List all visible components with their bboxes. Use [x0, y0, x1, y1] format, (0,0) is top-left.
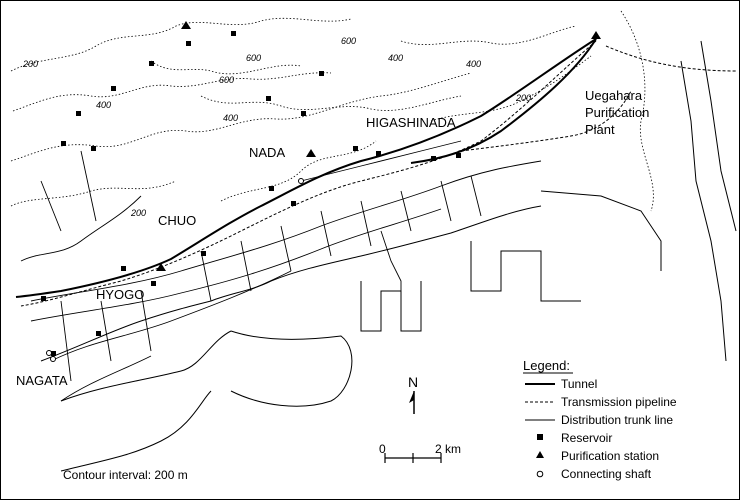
- contour-label: 200: [515, 93, 531, 103]
- scale-bar: 0 2 km: [379, 442, 461, 463]
- distribution-lines: [20, 140, 542, 402]
- scale-max: 2 km: [435, 442, 461, 456]
- label-nada: NADA: [249, 145, 285, 160]
- scale-zero: 0: [379, 442, 386, 456]
- plant-label-line1: Uegahara: [585, 88, 643, 103]
- legend-transmission-label: Transmission pipeline: [561, 395, 677, 409]
- contour-label: 400: [388, 53, 403, 63]
- shaft-markers: [46, 178, 304, 362]
- plant-label-line3: Plant: [585, 122, 615, 137]
- legend-distribution-label: Distribution trunk line: [561, 413, 673, 427]
- label-chuo: CHUO: [158, 213, 196, 228]
- legend-reservoir-label: Reservoir: [561, 431, 612, 445]
- plant-label-line2: Purification: [585, 105, 649, 120]
- contour-label: 600: [341, 36, 356, 46]
- contour-labels: 200 200 200 400 400 400 400 600 600 600: [22, 36, 531, 218]
- contour-interval-note: Contour interval: 200 m: [63, 468, 188, 482]
- label-higashinada: HIGASHINADA: [366, 115, 456, 130]
- north-arrow: N: [408, 374, 418, 414]
- legend-purification-icon: [536, 451, 544, 458]
- legend-reservoir-icon: [537, 434, 543, 440]
- contour-label: 600: [246, 53, 261, 63]
- north-label: N: [408, 374, 418, 390]
- contour-label: 400: [466, 59, 481, 69]
- legend-title: Legend:: [523, 358, 570, 373]
- label-hyogo: HYOGO: [96, 287, 144, 302]
- legend-purification-label: Purification station: [561, 449, 659, 463]
- reservoir-markers: [41, 31, 461, 356]
- contour-label: 600: [219, 75, 234, 85]
- contour-label: 400: [96, 100, 111, 110]
- north-arrow-icon: [409, 391, 414, 403]
- purification-markers: [156, 21, 601, 271]
- legend-shaft-icon: [536, 470, 544, 478]
- contour-label: 200: [130, 208, 146, 218]
- contour-label: 400: [223, 113, 238, 123]
- label-nagata: NAGATA: [16, 373, 68, 388]
- legend: Legend: Tunnel Transmission pipeline Dis…: [523, 358, 677, 481]
- legend-shaft-label: Connecting shaft: [561, 467, 652, 481]
- transmission-pipelines: [20, 40, 737, 307]
- contour-lines: [10, 10, 654, 212]
- tunnel-lines: [15, 38, 597, 298]
- contour-label: 200: [22, 59, 38, 69]
- legend-tunnel-label: Tunnel: [561, 377, 597, 391]
